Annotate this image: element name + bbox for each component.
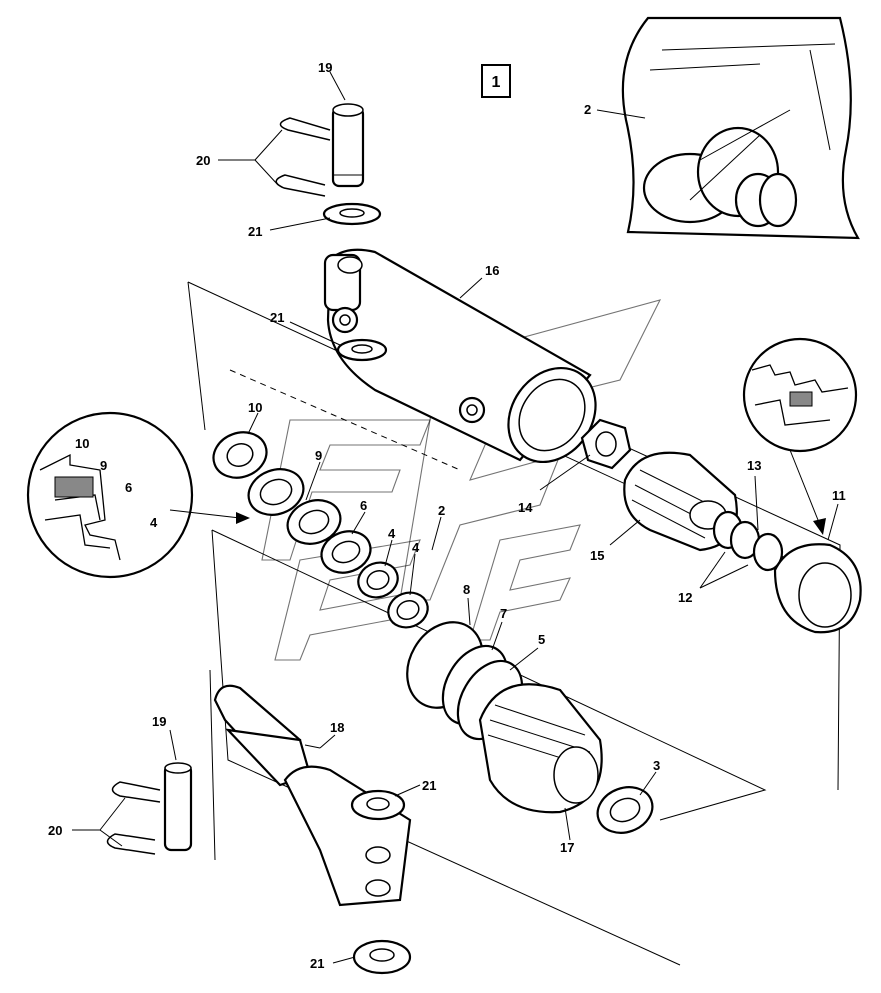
- detail-zoom-piston-seal: [742, 337, 858, 535]
- seal-rings-left: [212, 431, 429, 629]
- callout-9: 9: [315, 448, 322, 463]
- callout-7: 7: [500, 606, 507, 621]
- callout-3: 3: [653, 758, 660, 773]
- callout-17: 17: [560, 840, 574, 855]
- zoom-callout-4: 4: [150, 515, 158, 530]
- callout-4-second: 4: [412, 540, 420, 555]
- callout-12: 12: [678, 590, 692, 605]
- pin-bottom: [163, 762, 193, 852]
- group-label-box: 1: [481, 64, 511, 98]
- zoom-callout-6: 6: [125, 480, 132, 495]
- gland: [478, 683, 603, 814]
- detail-zoom-seals: [26, 411, 250, 579]
- pin-top: [331, 103, 365, 188]
- callout-18: 18: [330, 720, 344, 735]
- callout-15: 15: [590, 548, 604, 563]
- callout-20-top: 20: [196, 153, 210, 168]
- callout-4-first: 4: [388, 526, 396, 541]
- callout-19-bottom: 19: [152, 714, 166, 729]
- washer-top: [322, 202, 382, 226]
- callout-21-second: 21: [270, 310, 284, 325]
- callout-16: 16: [485, 263, 499, 278]
- group-label-text: 1: [492, 74, 501, 91]
- leader-lines: [72, 71, 839, 964]
- washer-bottom: [352, 939, 412, 975]
- callout-11: 11: [832, 488, 846, 503]
- callout-labels: 19 20 21 21 16 2 10 9 6 4 4 2 14 15 13 1…: [48, 60, 846, 971]
- callout-21-third: 21: [422, 778, 436, 793]
- callout-20-bottom: 20: [48, 823, 62, 838]
- callout-21-bottom: 21: [310, 956, 324, 971]
- callout-14: 14: [518, 500, 533, 515]
- cylinder-barrel: [323, 248, 597, 464]
- callout-21-top: 21: [248, 224, 262, 239]
- seal-kit-bag: [621, 16, 860, 240]
- callout-6: 6: [360, 498, 367, 513]
- piston: [623, 451, 738, 552]
- washer-third: [350, 789, 406, 821]
- callout-19-top: 19: [318, 60, 332, 75]
- callout-5: 5: [538, 632, 545, 647]
- callout-10: 10: [248, 400, 262, 415]
- zoom-callout-9: 9: [100, 458, 107, 473]
- washer-second: [336, 338, 388, 362]
- gland-nut: [580, 418, 632, 470]
- callout-13: 13: [747, 458, 761, 473]
- zoom-arrow-head: [236, 512, 250, 524]
- piston-seal-rings: [712, 510, 784, 572]
- piston-seal: [773, 543, 862, 634]
- wiper-seal: [596, 786, 654, 834]
- clip-bottom: [106, 781, 161, 855]
- callout-2-stream: 2: [438, 503, 445, 518]
- clip-top: [275, 117, 331, 197]
- callout-8: 8: [463, 582, 470, 597]
- zoom-arrow-head-right: [813, 518, 826, 535]
- zoom-callout-10: 10: [75, 436, 89, 451]
- callout-2-bag: 2: [584, 102, 591, 117]
